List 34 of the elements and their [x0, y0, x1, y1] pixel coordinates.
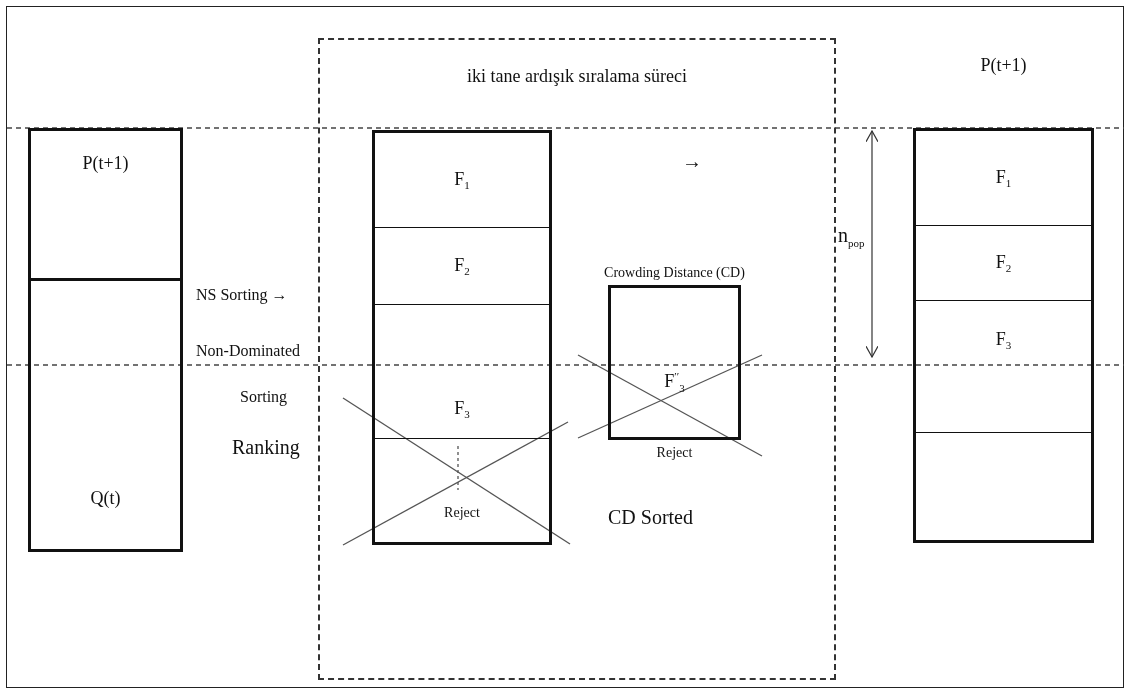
dashed-group-box: [318, 38, 836, 680]
cell-label: F$_{3}$: [994, 328, 1013, 351]
population-cell: [28, 278, 183, 552]
population-cell: [913, 300, 1094, 378]
side-label: Ranking: [232, 436, 300, 459]
side-label: Sorting: [240, 388, 288, 406]
cell-label: F$_{1}$: [994, 166, 1013, 190]
cell-label: Q(t): [89, 488, 122, 509]
heading: P(t+1): [979, 55, 1028, 76]
dimension-label: n$_{pop}$: [838, 224, 865, 249]
empty-cell: [913, 432, 1094, 543]
side-label: Non-Dominated: [196, 342, 300, 360]
population-cell: [372, 438, 552, 545]
cell-label: F$_{1}$: [453, 168, 471, 192]
cell-label: Reject: [443, 505, 481, 521]
empty-cell: [372, 304, 552, 380]
population-cell: [372, 227, 552, 304]
heading: iki tane ardışık sıralama süreci: [466, 66, 688, 87]
population-cell: [372, 380, 552, 438]
empty-cell: [913, 378, 1094, 432]
population-cell: [913, 128, 1094, 225]
arrow-glyph: →: [682, 150, 702, 173]
cell-label: P(t+1): [81, 153, 130, 174]
cell-label: F$_{2}$: [453, 254, 471, 278]
population-column: [913, 55, 1094, 543]
population-cell: [28, 128, 183, 280]
population-cell: [372, 130, 552, 227]
cell-label: F$_{3}$: [453, 397, 471, 421]
side-label: CD Sorted: [608, 506, 693, 529]
side-label: NS Sorting →: [196, 286, 288, 304]
cell-label: F$_{2}$: [994, 251, 1013, 275]
node-label: Reject: [655, 445, 694, 461]
population-cell: [913, 225, 1094, 300]
node-label: Crowding Distance (CD): [603, 265, 746, 281]
